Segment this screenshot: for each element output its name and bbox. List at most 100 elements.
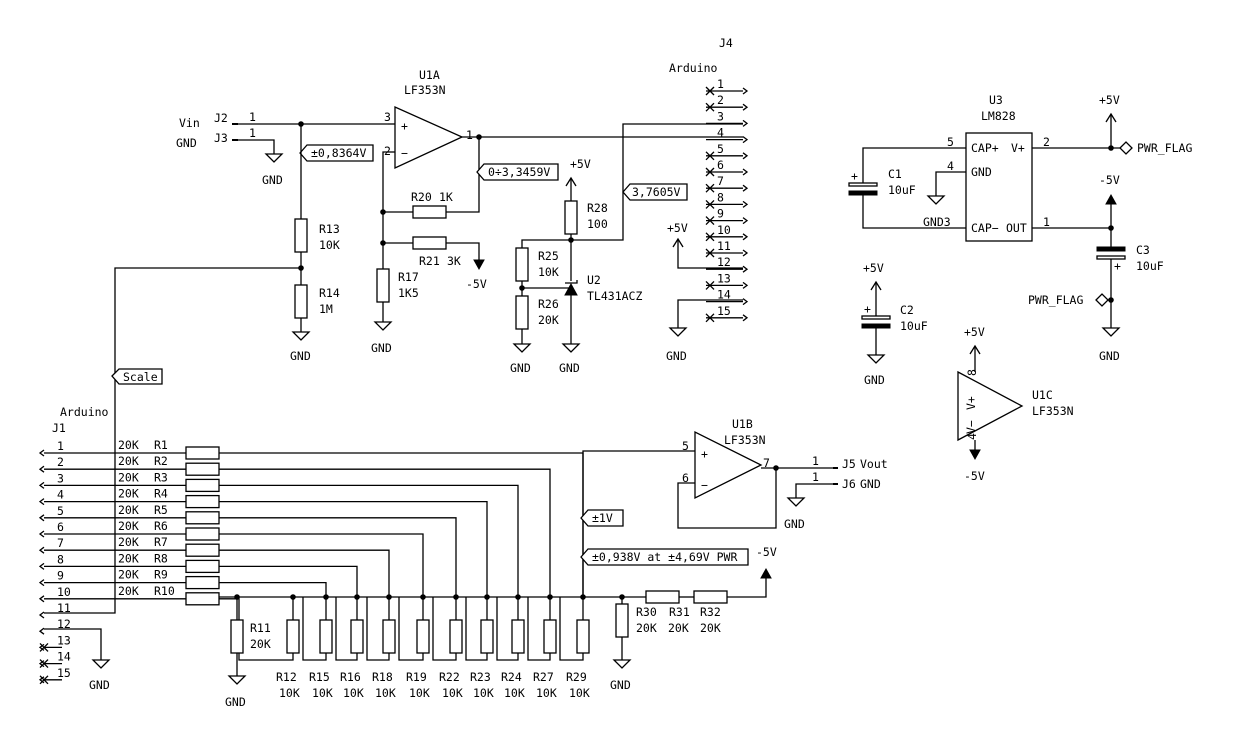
resistor-r27 bbox=[543, 619, 557, 654]
gnd-symbol bbox=[291, 331, 311, 341]
resistor-r15 bbox=[319, 619, 333, 654]
opamp-u1a: U1A LF353N 3 2 1 + − R20 1K R21 3K -5V G… bbox=[371, 68, 743, 355]
resistor-r13 bbox=[294, 218, 308, 253]
j4-pin-2: 2 bbox=[717, 93, 724, 107]
resistor-r9 bbox=[185, 575, 220, 590]
plus5v-r28: +5V bbox=[570, 157, 591, 171]
c1-value: 10uF bbox=[888, 183, 916, 197]
r1-ref: R1 bbox=[154, 438, 168, 452]
r11-ref: R11 bbox=[250, 621, 271, 635]
r32-ref: R32 bbox=[700, 605, 721, 619]
gnd-symbol bbox=[373, 321, 393, 331]
minus5v-u3: -5V bbox=[1099, 173, 1120, 187]
r18-ref: R18 bbox=[372, 670, 393, 684]
r26-ref: R26 bbox=[538, 297, 559, 311]
resistor-r25 bbox=[515, 247, 529, 282]
gnd-symbol bbox=[786, 497, 806, 507]
j1-pin-11: 11 bbox=[57, 601, 71, 615]
gnd-r30-label: GND bbox=[610, 678, 631, 692]
capacitor-c2 bbox=[861, 323, 891, 329]
net-1v-text: ±1V bbox=[592, 511, 613, 525]
u1a-ref: U1A bbox=[419, 68, 440, 82]
plus5v-u3: +5V bbox=[1099, 93, 1120, 107]
j3-label: J3 bbox=[214, 131, 228, 145]
output-section: ±1V ±0,938V at ±4,69V PWR U1B LF353N + −… bbox=[580, 417, 888, 692]
gnd-j6-label: GND bbox=[784, 517, 805, 531]
r8-ref: R8 bbox=[154, 551, 168, 565]
u1a-value: LF353N bbox=[404, 83, 446, 97]
u3-ref: U3 bbox=[989, 93, 1003, 107]
r21-ref: R21 bbox=[419, 254, 440, 268]
j1-gnd: GND bbox=[44, 628, 111, 692]
r21-value: 3K bbox=[447, 254, 461, 268]
r16-value: 10K bbox=[343, 686, 364, 700]
r14-ref: R14 bbox=[319, 286, 340, 300]
u3-pin2: 2 bbox=[1043, 135, 1050, 149]
pwr-flag-diamond bbox=[1095, 293, 1109, 307]
u1a-plus: + bbox=[401, 119, 408, 133]
u1c-value: LF353N bbox=[1032, 404, 1074, 418]
r6-value: 20K bbox=[118, 519, 139, 533]
resistor-r19 bbox=[416, 619, 430, 654]
r22-ref: R22 bbox=[439, 670, 460, 684]
resistor-r22 bbox=[449, 619, 463, 654]
u1b-value: LF353N bbox=[724, 433, 766, 447]
r16-ref: R16 bbox=[340, 670, 361, 684]
u1c-vp: V+ bbox=[964, 396, 978, 410]
j6-name: GND bbox=[860, 477, 881, 491]
u3-pin4: 4 bbox=[947, 159, 954, 173]
gnd-symbol bbox=[926, 195, 946, 205]
gnd-r26-label: GND bbox=[510, 361, 531, 375]
resistor-r16 bbox=[350, 619, 364, 654]
j5-pin: 1 bbox=[812, 454, 819, 468]
j1-pin-3: 3 bbox=[57, 471, 64, 485]
resistor-r28 bbox=[564, 200, 578, 235]
r32-value: 20K bbox=[700, 621, 721, 635]
j4-connections: +5V GND bbox=[666, 221, 743, 363]
r25-value: 10K bbox=[538, 265, 559, 279]
gnd-j3-label: GND bbox=[262, 173, 283, 187]
input-section: Vin GND J2 J3 1 1 GND ±0,8364V R13 10K R… bbox=[44, 110, 388, 614]
resistor-r18 bbox=[382, 619, 396, 654]
u1c-vm: V− bbox=[964, 420, 978, 434]
u3-capp: CAP+ bbox=[971, 141, 999, 155]
r4-ref: R4 bbox=[154, 487, 168, 501]
j1-pin-9: 9 bbox=[57, 569, 64, 583]
gnd-j1-label: GND bbox=[89, 678, 110, 692]
gnd-r17-label: GND bbox=[371, 341, 392, 355]
gnd-u2-label: GND bbox=[559, 361, 580, 375]
r28-ref: R28 bbox=[587, 201, 608, 215]
j1-pin-7: 7 bbox=[57, 536, 64, 550]
charge-pump-u3: U3 LM828 CAP+ V+ GND CAP− OUT 5 4 GND3 2… bbox=[848, 93, 1192, 363]
gnd-symbol bbox=[866, 354, 886, 364]
j1-pin-12: 12 bbox=[57, 617, 71, 631]
r3-value: 20K bbox=[118, 470, 139, 484]
r2-ref: R2 bbox=[154, 454, 168, 468]
c3-ref: C3 bbox=[1136, 243, 1150, 257]
c2-value: 10uF bbox=[900, 319, 928, 333]
j1-pin-10: 10 bbox=[57, 585, 71, 599]
minus5v-arrow bbox=[760, 567, 772, 579]
gnd-symbol bbox=[264, 153, 284, 163]
u1b-pin7: 7 bbox=[763, 456, 770, 470]
resistor-r14 bbox=[294, 284, 308, 319]
resistor-r12 bbox=[286, 619, 300, 654]
minus5v-r32: -5V bbox=[756, 545, 777, 559]
r14-value: 1M bbox=[319, 302, 333, 316]
r29-value: 10K bbox=[569, 686, 590, 700]
j1-pin-5: 5 bbox=[57, 504, 64, 518]
r12-ref: R12 bbox=[276, 670, 297, 684]
r27-ref: R27 bbox=[533, 670, 554, 684]
u1b-ref: U1B bbox=[732, 417, 753, 431]
plus5v-c2: +5V bbox=[863, 261, 884, 275]
r10-value: 20K bbox=[118, 584, 139, 598]
c3-plus: + bbox=[1114, 259, 1121, 273]
j4-pin-5: 5 bbox=[717, 142, 724, 156]
u1a-pin3: 3 bbox=[384, 110, 391, 124]
j2-label: J2 bbox=[214, 111, 228, 125]
net-37605-text: 3,7605V bbox=[632, 185, 681, 199]
r11-value: 20K bbox=[250, 637, 271, 651]
net-label-37605 bbox=[622, 183, 688, 201]
